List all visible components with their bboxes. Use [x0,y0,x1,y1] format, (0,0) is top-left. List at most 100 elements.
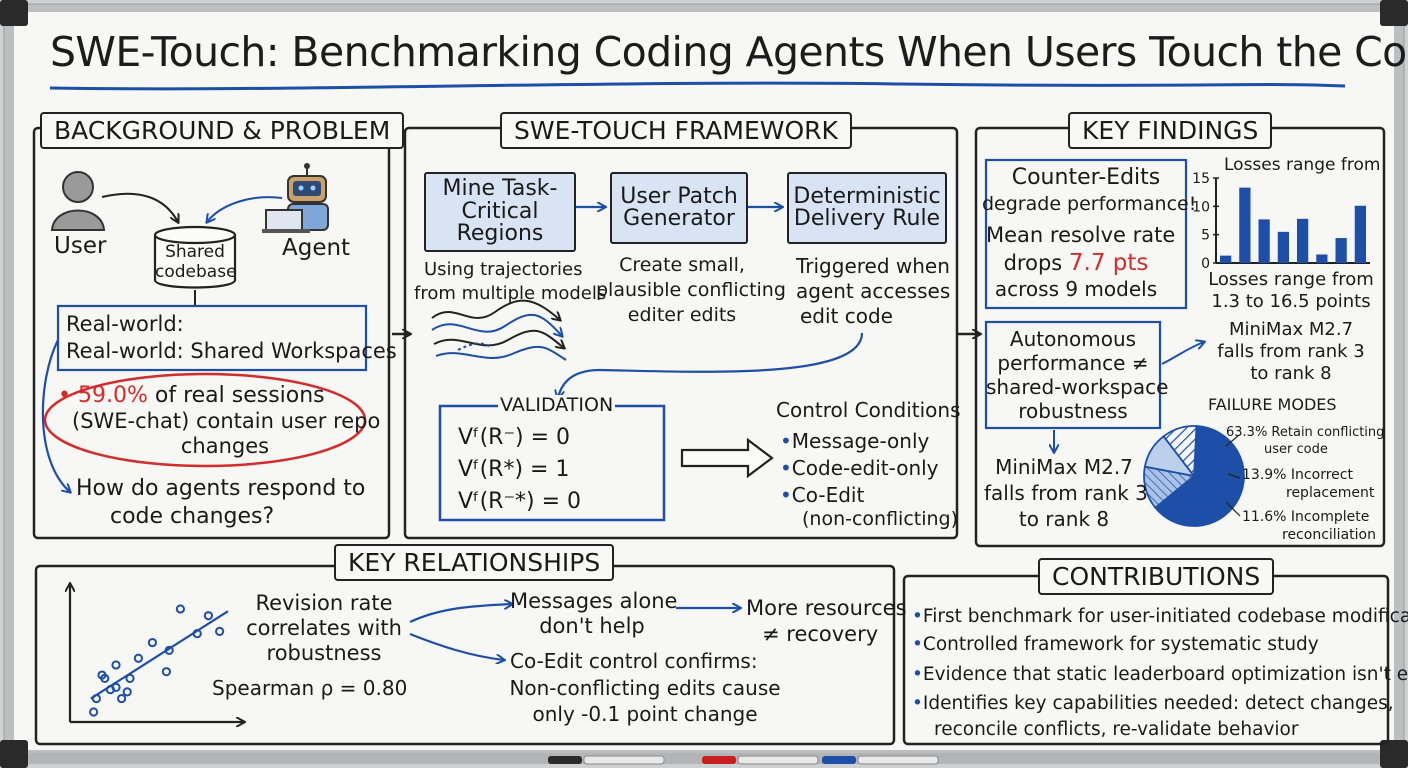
loss-bar [1239,187,1251,263]
y-tick-label: 5 [1201,228,1210,244]
y-tick-label: 0 [1201,256,1210,272]
step-mine-line-3: Regions [456,221,544,247]
mean-line-1: Mean resolve rate [986,223,1176,247]
step-patch-line-1: User Patch [620,183,738,209]
mean-pre: drops [1003,251,1069,275]
spearman-label: Spearman ρ = 0.80 [212,676,408,700]
scatter-point [215,626,225,636]
page-title: SWE-Touch: Benchmarking Coding Agents Wh… [50,28,1408,76]
pie-label-3-line-2: reconciliation [1282,527,1376,543]
loss-bar [1354,205,1366,263]
background-heading: BACKGROUND & PROBLEM [40,112,405,149]
control-item-1: Message-only [780,430,930,453]
revision-line-1: Revision rate [255,591,393,615]
validation-eq-2: Vᶠ(R*) = 1 [458,457,570,482]
mini-left-1: MiniMax M2.7 [995,455,1133,479]
mean-value: 7.7 pts [1068,250,1149,276]
scatter-point [133,653,143,663]
y-tick-label: 10 [1192,199,1210,215]
bar-chart-bars [1220,187,1366,263]
user-icon [50,171,106,231]
step-mine-line-2: Critical [461,198,539,224]
workspace-box [56,304,368,372]
messages-line-2: don't help [539,614,645,638]
autonomous-box [984,320,1162,430]
user-label: User [54,233,107,259]
question-line-1: How do agents respond to [76,476,366,501]
stat-value: 59.0% [77,383,148,408]
step-delivery-line-1: Deterministic [793,183,941,209]
bar-chart-yticks: 0 5 10 15 [1192,171,1219,272]
mini-right-1: MiniMax M2.7 [1228,319,1354,340]
mean-line-3: across 9 models [994,277,1158,301]
validation-eq-1: Vᶠ(R⁻) = 0 [458,425,571,450]
stat-line-1-rest: of real sessions [147,383,325,408]
step-mine-line-1: Mine Task- [442,176,558,202]
step-delivery-desc-2: agent accesses [796,279,951,303]
step-patch-line-2: Generator [623,206,735,231]
pie-slice [1162,425,1198,479]
resources-line-2: ≠ recovery [762,622,879,646]
contribution-item-2: Controlled framework for systematic stud… [912,634,1319,656]
failure-modes-pie [1143,425,1245,527]
step-delivery-desc-3: edit code [800,304,893,328]
trajectory-squiggles [431,299,567,361]
scatter-point [97,670,107,680]
step-delivery-line-2: Delivery Rule [793,206,941,231]
coedit-line-3: only -0.1 point change [532,702,758,726]
relationships-heading: KEY RELATIONSHIPS [334,544,615,581]
contribution-item-1: First benchmark for user-initiated codeb… [912,606,1408,628]
question-line-2: code changes? [110,504,275,529]
loss-bar [1316,254,1328,263]
codebase-cylinder-icon [153,225,237,289]
step-patch-desc-2: plausible conflicting [596,279,786,301]
trend-line [90,610,229,700]
validation-heading: VALIDATION [498,394,616,417]
scatter-point [117,693,127,704]
pie-slice [1154,425,1245,527]
scatter-points [89,604,229,717]
counter-line-2: degrade performance! [982,193,1197,215]
loss-bar [1220,255,1232,263]
mini-right-3: to rank 8 [1250,363,1332,384]
auto-line-2: performance ≠ [997,351,1149,375]
pie-label-2-line-2: replacement [1286,485,1375,501]
mean-line-2: drops 7.7 pts [986,250,1166,277]
revision-line-3: robustness [266,641,382,665]
step-mine-desc-2: from multiple models [414,283,607,304]
control-heading: Control Conditions [776,398,961,422]
pie-label-2-line-1: 13.9% Incorrect [1242,467,1353,483]
workspace-line-2: Real-world: Shared Workspaces [66,339,397,363]
mini-left-3: to rank 8 [1018,507,1110,531]
counter-edits-box [984,158,1188,310]
loss-bar [1297,218,1309,263]
agent-label: Agent [282,235,351,261]
scatter-point [203,611,213,621]
scatter-point [89,707,99,717]
y-tick-label: 15 [1192,171,1210,187]
stat-line-1: • 59.0% of real sessions [58,383,325,408]
scatter-point [147,637,157,648]
robot-agent-icon [262,163,329,233]
failure-modes-heading: FAILURE MODES [1208,395,1337,414]
losses-line-1: Losses range from [1208,269,1374,290]
codebase-label-2: codebase [155,262,237,282]
framework-heading: SWE-TOUCH FRAMEWORK [500,112,852,149]
step-mine-desc-1: Using trajectories [424,259,583,280]
auto-line-4: robustness [1018,399,1128,423]
resources-line-1: More resources [746,596,907,620]
codebase-label-1: Shared [165,242,225,262]
contribution-item-4-cont: reconcile conflicts, re-validate behavio… [934,719,1299,740]
hollow-arrow [680,437,774,479]
scatter-point [111,660,121,670]
loss-bar [1335,238,1347,263]
scatter-point [175,604,185,614]
loss-bar [1277,231,1289,263]
mini-left-2: falls from rank 3 [984,481,1148,505]
step-delivery-desc-1: Triggered when [796,254,950,278]
contribution-item-3: Evidence that static leaderboard optimiz… [912,664,1408,686]
